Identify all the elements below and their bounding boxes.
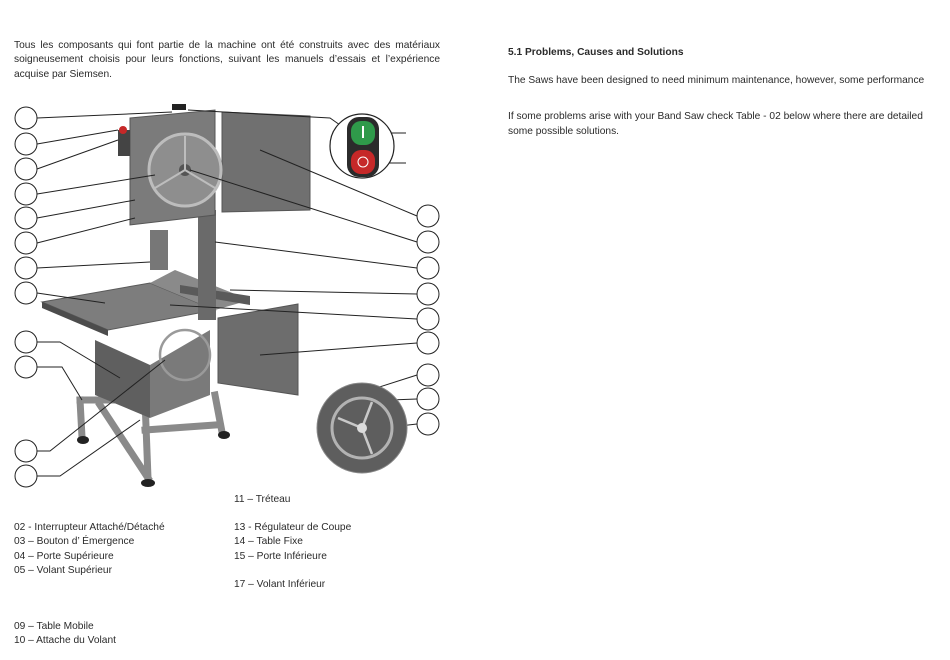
emergency-button bbox=[119, 126, 127, 134]
upper-door bbox=[221, 111, 311, 213]
saw-column bbox=[198, 210, 216, 320]
callouts-left bbox=[14, 106, 38, 488]
problems-paragraph: If some problems arise with your Band Sa… bbox=[508, 111, 923, 137]
lower-door bbox=[217, 303, 299, 396]
legend-item: 13 - Régulateur de Coupe bbox=[234, 522, 352, 533]
intro-paragraph: Tous les composants qui font partie de l… bbox=[14, 40, 440, 80]
switch-box bbox=[118, 130, 130, 156]
maintenance-paragraph: The Saws have been designed to need mini… bbox=[508, 75, 925, 86]
legend-list-2: 09 – Table Mobile 10 – Attache du Volant bbox=[14, 620, 116, 649]
band-saw-diagram bbox=[14, 104, 440, 488]
legend-item: 14 – Table Fixe bbox=[234, 536, 303, 548]
legend-item: 09 – Table Mobile bbox=[14, 621, 94, 632]
top-knob bbox=[172, 104, 186, 110]
legend-item: 03 – Bouton d’ Émergence bbox=[14, 536, 135, 548]
foot bbox=[218, 431, 230, 439]
legend-item: 04 – Porte Supérieure bbox=[14, 550, 114, 562]
legend-item: 15 – Porte Inférieure bbox=[234, 550, 327, 562]
legend-list-3: 13 - Régulateur de Coupe 14 – Table Fixe… bbox=[234, 521, 351, 564]
legend-item: 05 – Volant Supérieur bbox=[14, 564, 112, 576]
foot bbox=[77, 436, 89, 444]
stop-button bbox=[351, 150, 375, 174]
callouts-right bbox=[416, 204, 440, 436]
foot bbox=[141, 479, 155, 487]
lower-wheel bbox=[158, 328, 212, 382]
lower-cabinet-front bbox=[150, 330, 210, 418]
upper-arm bbox=[150, 230, 168, 270]
lower-cabinet bbox=[95, 340, 150, 418]
legend-list-1: 02 - Interrupteur Attaché/Détaché 03 – B… bbox=[14, 521, 165, 578]
legend-item: 02 - Interrupteur Attaché/Détaché bbox=[14, 522, 165, 533]
mobile-table-edge bbox=[42, 302, 108, 336]
right-column: 5.1 Problems, Causes and Solutions The S… bbox=[508, 46, 938, 139]
section-title: 5.1 Problems, Causes and Solutions bbox=[508, 47, 684, 58]
legend-item: 17 – Volant Inférieur bbox=[234, 579, 326, 590]
legend-item: 10 – Attache du Volant bbox=[14, 635, 116, 647]
legend-item: 11 – Tréteau bbox=[234, 494, 291, 505]
